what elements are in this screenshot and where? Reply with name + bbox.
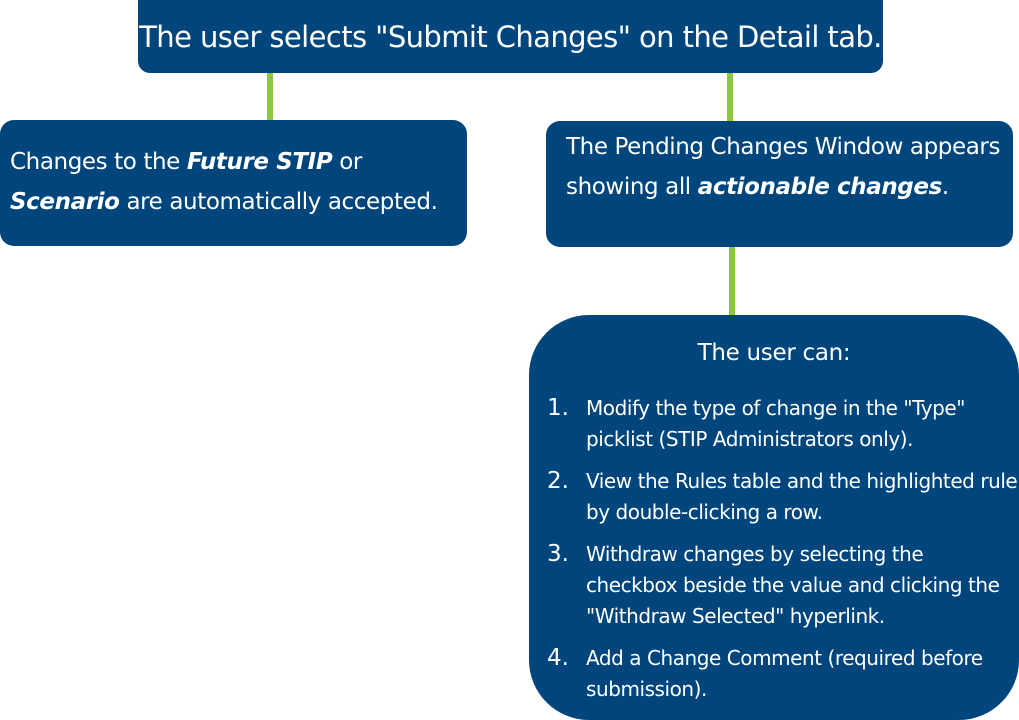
auto-accepted-line-2: Scenario are automatically accepted. [10, 182, 467, 222]
list-item-number: 1. [547, 395, 569, 421]
auto-accepted-suffix: are automatically accepted. [119, 189, 438, 215]
user-actions-heading: The user can: [697, 340, 851, 366]
connector-top-to-left [267, 73, 273, 120]
user-actions-box: The user can: 1. Modify the type of chan… [529, 315, 1019, 720]
list-item-number: 2. [547, 468, 569, 494]
submit-changes-text: The user selects "Submit Changes" on the… [139, 19, 882, 54]
list-item-number: 3. [547, 541, 569, 567]
auto-accepted-or: or [332, 149, 362, 175]
list-item: 4. Add a Change Comment (required before… [547, 643, 1019, 705]
list-item-number: 4. [547, 645, 569, 671]
list-item: 1. Modify the type of change in the "Typ… [547, 393, 1019, 455]
list-item-text: Withdraw changes by selecting the checkb… [586, 542, 1000, 628]
list-item-text: View the Rules table and the highlighted… [586, 469, 1018, 524]
scenario-emphasis: Scenario [10, 189, 120, 215]
list-item-text: Add a Change Comment (required before su… [586, 646, 983, 701]
pending-changes-suffix: . [941, 174, 949, 200]
list-item: 2. View the Rules table and the highligh… [547, 466, 1019, 528]
auto-accepted-box: Changes to the Future STIP or Scenario a… [0, 120, 467, 246]
connector-right-to-list [729, 247, 735, 315]
list-item-text: Modify the type of change in the "Type" … [586, 396, 965, 451]
actionable-changes-emphasis: actionable changes [697, 174, 943, 200]
pending-changes-prefix: The Pending Changes Window appears showi… [566, 134, 1001, 200]
connector-top-to-right [727, 73, 733, 121]
list-item: 3. Withdraw changes by selecting the che… [547, 539, 1019, 632]
submit-changes-box: The user selects "Submit Changes" on the… [138, 0, 883, 73]
future-stip-emphasis: Future STIP [186, 149, 333, 175]
auto-accepted-prefix: Changes to the [10, 149, 187, 175]
pending-changes-box: The Pending Changes Window appears showi… [546, 121, 1013, 247]
auto-accepted-line-1: Changes to the Future STIP or [10, 142, 467, 182]
